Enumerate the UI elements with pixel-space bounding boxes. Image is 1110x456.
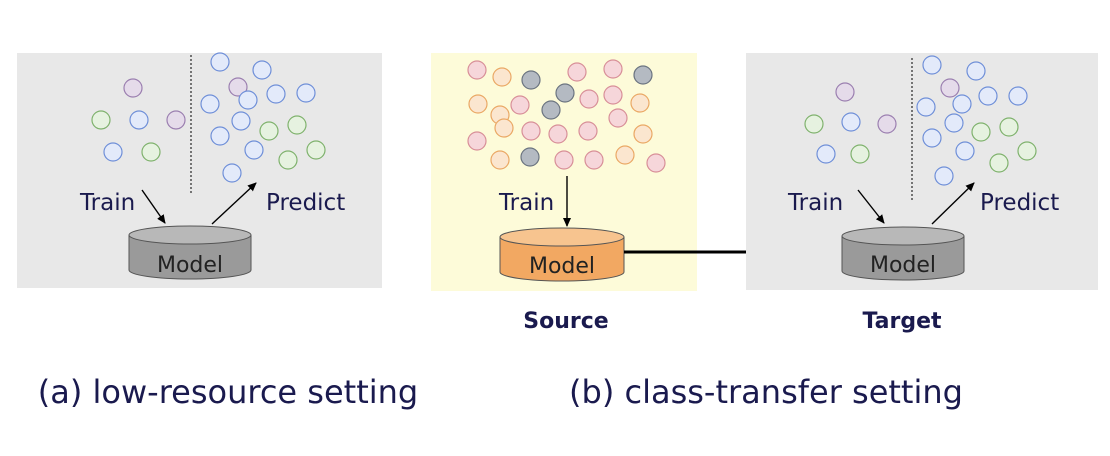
data-point (922, 128, 942, 148)
data-point (141, 142, 161, 162)
panel-a-model-label: Model (157, 253, 223, 278)
data-point (520, 147, 540, 167)
target-model-label: Model (870, 253, 936, 278)
data-point (816, 144, 836, 164)
data-point (841, 112, 861, 132)
data-point (103, 142, 123, 162)
data-point (603, 59, 623, 79)
data-point (554, 150, 574, 170)
panel-a-predict-label: Predict (266, 190, 345, 216)
panel-b-source: Train Model (431, 53, 697, 291)
data-point (548, 124, 568, 144)
source-model-cylinder (499, 227, 625, 282)
panel-a: Train Predict Model (17, 52, 382, 288)
data-point (579, 89, 599, 109)
data-point (603, 85, 623, 105)
panel-a-model-cylinder (128, 225, 252, 280)
data-point (510, 95, 530, 115)
data-point (877, 114, 897, 134)
target-predict-arrow (931, 182, 975, 225)
data-point (266, 84, 286, 104)
data-point (210, 126, 230, 146)
data-point (971, 122, 991, 142)
data-point (200, 94, 220, 114)
panel-b-target: Train Predict Model (746, 53, 1098, 290)
data-point (804, 114, 824, 134)
target-model-cylinder (841, 226, 965, 281)
data-point (584, 150, 604, 170)
data-point (259, 121, 279, 141)
data-point (467, 131, 487, 151)
data-point (567, 62, 587, 82)
data-point (166, 110, 186, 130)
data-point (952, 94, 972, 114)
data-point (244, 140, 264, 160)
data-point (615, 145, 635, 165)
data-point (123, 78, 143, 98)
data-point (922, 55, 942, 75)
source-data-points (467, 59, 666, 173)
data-point (238, 90, 258, 110)
source-title: Source (523, 309, 608, 334)
data-point (210, 52, 230, 72)
data-point (287, 115, 307, 135)
data-point (467, 60, 487, 80)
source-train-label: Train (498, 190, 554, 216)
data-point (999, 117, 1019, 137)
data-point (850, 144, 870, 164)
panel-a-train-label: Train (79, 190, 135, 216)
caption-b: (b) class-transfer setting (569, 373, 963, 411)
data-point (129, 110, 149, 130)
data-point (646, 153, 666, 173)
data-point (1008, 86, 1028, 106)
data-point (916, 97, 936, 117)
data-point (944, 113, 964, 133)
data-point (306, 140, 326, 160)
data-point (633, 124, 653, 144)
target-data-points (804, 55, 1037, 186)
data-point (541, 100, 561, 120)
data-point (222, 163, 242, 183)
target-train-label: Train (787, 190, 843, 216)
data-point (521, 121, 541, 141)
panel-a-data-points (91, 52, 326, 183)
data-point (835, 82, 855, 102)
data-point (521, 70, 541, 90)
data-point (1017, 141, 1037, 161)
caption-a: (a) low-resource setting (38, 373, 418, 411)
data-point (490, 150, 510, 170)
panel-a-train-arrow (141, 189, 166, 224)
data-point (228, 77, 248, 97)
data-point (940, 78, 960, 98)
data-point (494, 118, 514, 138)
data-point (978, 86, 998, 106)
data-point (633, 65, 653, 85)
target-train-arrow (857, 189, 885, 224)
data-point (468, 94, 488, 114)
data-point (278, 150, 298, 170)
data-point (578, 121, 598, 141)
data-point (966, 61, 986, 81)
panel-a-predict-arrow (211, 182, 257, 225)
source-model-label: Model (529, 254, 595, 279)
data-point (231, 111, 251, 131)
data-point (934, 166, 954, 186)
data-point (252, 60, 272, 80)
data-point (608, 108, 628, 128)
data-point (91, 110, 111, 130)
data-point (296, 83, 316, 103)
target-predict-label: Predict (980, 190, 1059, 216)
data-point (555, 83, 575, 103)
data-point (989, 153, 1009, 173)
data-point (492, 67, 512, 87)
data-point (955, 141, 975, 161)
data-point (630, 93, 650, 113)
target-title: Target (862, 309, 942, 334)
